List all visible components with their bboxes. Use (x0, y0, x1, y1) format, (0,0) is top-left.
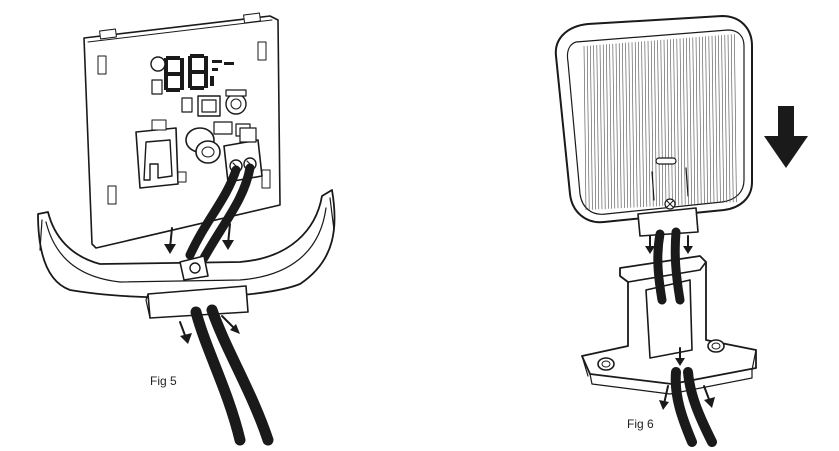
lens-rib (609, 43, 612, 209)
sensor-head (554, 15, 753, 237)
lens-rib (647, 40, 651, 207)
wire-direction-arrow-icon (164, 223, 240, 344)
lens-rib (622, 42, 625, 209)
fig6-label: Fig 6 (627, 417, 654, 431)
mounting-hole (707, 339, 725, 353)
lens-rib (586, 45, 590, 210)
lens-rib (734, 34, 737, 203)
lens-rib (625, 42, 628, 208)
lens-rib (599, 44, 603, 210)
lens-rib (663, 39, 667, 206)
adjustment-knob (185, 127, 221, 164)
base-tray (37, 189, 336, 319)
lens-rib (727, 34, 731, 203)
capacitor (150, 56, 166, 72)
lens-rib (695, 37, 699, 205)
lens-rib (638, 41, 641, 208)
lens-rib (721, 35, 724, 203)
lens-rib (698, 36, 702, 204)
relay-bracket (135, 119, 187, 189)
ribbed-lens (583, 34, 737, 211)
fig6-illustration: Fig 6 (554, 15, 808, 447)
lens-rib (618, 43, 622, 209)
lens-rib (634, 41, 638, 208)
lens-rib (708, 36, 712, 204)
mounting-bracket (581, 255, 757, 395)
lens-rib (679, 38, 683, 205)
lens-rib (670, 39, 673, 206)
lens-rib (615, 43, 619, 209)
wires-fig6 (653, 227, 685, 305)
fig5-illustration: Fig 5 (37, 12, 336, 446)
circuit-board (83, 12, 281, 249)
lens-rib (657, 40, 660, 207)
fig5-label: Fig 5 (150, 374, 177, 388)
lens-rib (628, 42, 632, 208)
lens-rib (654, 40, 657, 207)
lens-rib (686, 37, 689, 205)
lens-rib (730, 34, 734, 203)
lens-rib (641, 41, 644, 208)
cable-exit-fig6 (670, 367, 717, 447)
lens-rib (583, 45, 587, 211)
lens-rib (660, 39, 664, 207)
wire-direction-arrow-icon (645, 235, 715, 410)
lens-rib (702, 36, 705, 204)
lens-rib (631, 42, 635, 208)
lens-rib (714, 35, 718, 204)
lens-rib (718, 35, 721, 203)
lens-rib (676, 38, 680, 206)
lens-rib (692, 37, 696, 205)
lens-rib (705, 36, 708, 204)
lens-rib (644, 41, 648, 207)
lens-rib (673, 38, 676, 206)
lens-rib (596, 44, 600, 210)
lens-rib (590, 45, 593, 210)
cable-exit-fig5 (190, 304, 274, 446)
lens-rib (602, 44, 606, 210)
lens-rib (612, 43, 616, 209)
wires-fig5 (185, 163, 255, 263)
lens-rib (606, 44, 609, 209)
lens-rib (682, 38, 686, 205)
down-arrow-icon (764, 106, 808, 168)
buzzer (225, 93, 247, 115)
lens-rib (724, 34, 728, 203)
lens-rib (593, 45, 596, 210)
lens-rib (689, 37, 692, 205)
lens-rib (711, 35, 715, 204)
mounting-hole (597, 357, 615, 371)
lens-rib (666, 39, 670, 206)
segment-display (164, 54, 234, 92)
